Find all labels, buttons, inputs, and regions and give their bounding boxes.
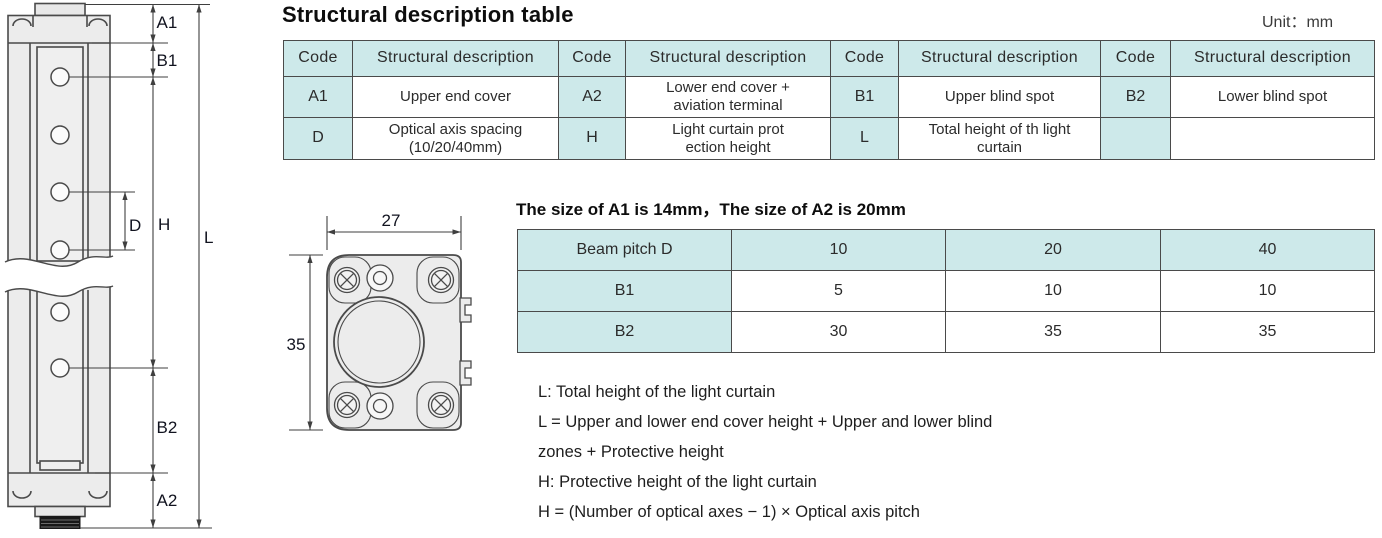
description-cell: Optical axis spacing (10/20/40mm): [352, 117, 559, 160]
code-cell: A1: [283, 76, 353, 118]
table-header-row: Beam pitch D 10 20 40: [517, 229, 1375, 271]
code-cell: [1100, 117, 1171, 160]
value-cell: 35: [945, 311, 1161, 353]
aviation-connector: [39, 516, 81, 529]
value-cell: 5: [731, 270, 946, 312]
column-header: Structural description: [352, 40, 559, 77]
center-holes: [366, 264, 394, 420]
value-cell: 30: [731, 311, 946, 353]
column-header: Structural description: [898, 40, 1101, 77]
value-cell: 35: [1160, 311, 1375, 353]
column-header: Code: [1100, 40, 1171, 77]
column-header: Code: [283, 40, 353, 77]
column-header: 20: [945, 229, 1161, 271]
column-header: Code: [558, 40, 626, 77]
dim-label-width-27: 27: [382, 211, 401, 230]
description-cell: Lower blind spot: [1170, 76, 1375, 118]
code-cell: H: [558, 117, 626, 160]
break-band: [5, 256, 113, 297]
mount-hook-bottom: [459, 360, 472, 386]
description-cell: Total height of th light curtain: [898, 117, 1101, 160]
note-line: H: Protective height of the light curtai…: [538, 473, 817, 491]
table-header-row: Code Structural description Code Structu…: [283, 40, 1375, 77]
dim-label-b1: B1: [157, 51, 178, 70]
dimension-lines: [69, 3, 212, 529]
cross-section-diagram: 27 35: [287, 211, 472, 431]
description-cell: Lower end cover + aviation terminal: [625, 76, 831, 118]
dim-label-a1: A1: [157, 13, 178, 32]
unit-label: Unit：mm: [1262, 14, 1334, 31]
size-note: The size of A1 is 14mm，The size of A2 is…: [516, 200, 906, 219]
top-cap: [34, 2, 86, 17]
column-header: Structural description: [1170, 40, 1375, 77]
dim-label-b2: B2: [157, 418, 178, 437]
code-cell: B2: [1100, 76, 1171, 118]
row-label-cell: B1: [517, 270, 732, 312]
description-cell: Light curtain prot ection height: [625, 117, 831, 160]
cross-dimension-lines: [289, 216, 462, 431]
lens-bore: [333, 296, 425, 388]
dim-label-height-35: 35: [287, 335, 306, 354]
column-header: Structural description: [625, 40, 831, 77]
dim-label-d: D: [129, 216, 141, 235]
optical-axis-holes: [50, 67, 70, 378]
mount-hook-top: [459, 297, 472, 323]
code-cell: B1: [830, 76, 899, 118]
code-cell: D: [283, 117, 353, 160]
dim-label-a2: A2: [157, 491, 178, 510]
beam-pitch-table: Beam pitch D 10 20 40 B1 5 10 10 B2 30 3…: [517, 229, 1375, 353]
description-cell: [1170, 117, 1375, 160]
column-header: Beam pitch D: [517, 229, 732, 271]
description-cell: Upper end cover: [352, 76, 559, 118]
side-view-diagram: A1 B1 D H L B2 A2: [4, 2, 213, 529]
description-cell: Upper blind spot: [898, 76, 1101, 118]
note-line: L = Upper and lower end cover height + U…: [538, 413, 993, 431]
table-row: B1 5 10 10: [517, 270, 1375, 312]
table-row: B2 30 35 35: [517, 311, 1375, 353]
corner-screws: [333, 266, 455, 419]
note-line: zones + Protective height: [538, 443, 724, 461]
bottom-cap: [34, 505, 86, 518]
table-row: A1 Upper end cover A2 Lower end cover + …: [283, 76, 1375, 118]
value-cell: 10: [945, 270, 1161, 312]
dim-label-l: L: [204, 228, 213, 247]
code-cell: L: [830, 117, 899, 160]
note-line: H = (Number of optical axes − 1) × Optic…: [538, 503, 920, 521]
table-row: D Optical axis spacing (10/20/40mm) H Li…: [283, 117, 1375, 160]
dim-label-h: H: [158, 215, 170, 234]
row-label-cell: B2: [517, 311, 732, 353]
column-header: 40: [1160, 229, 1375, 271]
column-header: 10: [731, 229, 946, 271]
column-header: Code: [830, 40, 899, 77]
structural-description-table: Code Structural description Code Structu…: [283, 40, 1375, 160]
notes-block: L: Total height of the light curtain L =…: [538, 377, 992, 527]
note-line: L: Total height of the light curtain: [538, 383, 776, 401]
cross-section-body: [326, 254, 472, 431]
code-cell: A2: [558, 76, 626, 118]
value-cell: 10: [1160, 270, 1375, 312]
page-title: Structural description table: [282, 2, 574, 27]
